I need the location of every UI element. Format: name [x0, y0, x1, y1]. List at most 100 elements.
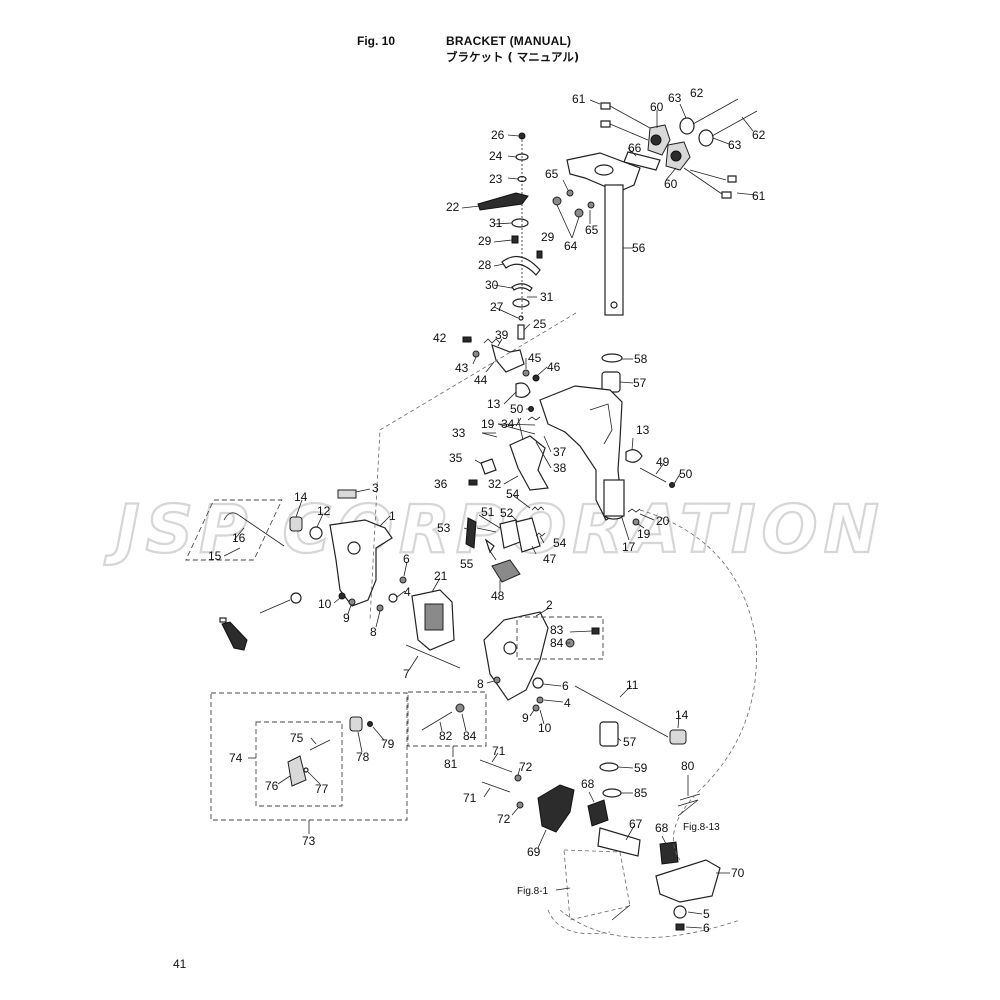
part-48 [491, 559, 521, 583]
callout-36: 36 [434, 477, 448, 491]
callout-72b: 72 [497, 812, 511, 826]
mount-rubber-part-68b [659, 841, 679, 865]
bushing-part-78 [349, 716, 363, 732]
part-80 [679, 793, 701, 801]
dashed-box-15 [185, 499, 283, 561]
spring-part-37 [527, 416, 541, 421]
callout-68: 68 [581, 777, 595, 791]
part-5 [673, 905, 687, 919]
nut-part-2 [574, 208, 584, 218]
part-20 [627, 508, 641, 513]
callout-68b: 68 [655, 821, 669, 835]
shaft-hole [610, 301, 618, 309]
callout-1: 1 [389, 509, 396, 523]
reference-housing-outline [547, 849, 631, 935]
callout-76: 76 [265, 779, 279, 793]
callout-78: 78 [356, 750, 370, 764]
part-50b [669, 482, 675, 488]
callout-62: 62 [690, 86, 704, 100]
part-35 [480, 458, 497, 475]
part-10 [338, 592, 346, 600]
bolt-part-71 [479, 759, 513, 773]
part-29 [511, 235, 519, 244]
spring-part-54 [531, 506, 545, 511]
part-31-lower [512, 298, 530, 308]
callout-59: 59 [634, 761, 648, 775]
plate-part [623, 151, 661, 171]
callout-50: 50 [510, 402, 524, 416]
screw-part-36 [468, 479, 478, 486]
callout-34: 34 [501, 417, 515, 431]
callout-62b: 62 [752, 128, 766, 142]
callout-7: 7 [403, 667, 410, 681]
part-4b [536, 696, 544, 704]
callout-50b: 50 [679, 467, 693, 481]
part-31 [511, 218, 529, 228]
part-19b [632, 518, 640, 526]
callout-75: 75 [290, 731, 304, 745]
clamp-handle-part [221, 621, 248, 651]
callout-67: 67 [629, 817, 643, 831]
callout-81: 81 [444, 757, 458, 771]
callout-22: 22 [446, 200, 460, 214]
washer-small-part [566, 189, 574, 197]
callout-83: 83 [550, 623, 564, 637]
pin-part-49 [639, 467, 667, 483]
tilt-stopper-group [465, 506, 546, 583]
callout-64: 64 [564, 239, 578, 253]
callout-85: 85 [634, 786, 648, 800]
callout-9: 9 [343, 611, 350, 625]
callout-60: 60 [650, 100, 664, 114]
part-50 [528, 406, 534, 412]
part-6b [532, 677, 544, 689]
callout-9b: 9 [522, 711, 529, 725]
bolt-part-4 [721, 191, 732, 199]
bolt-part-2 [600, 120, 611, 128]
lever-part-22 [477, 192, 529, 211]
hook-part-44 [491, 344, 525, 373]
callout-66: 66 [628, 141, 642, 155]
callout-8b: 8 [477, 677, 484, 691]
bracket-hole-2 [503, 641, 517, 655]
part-83 [591, 627, 600, 635]
callout-45: 45 [528, 351, 542, 365]
svg-text:JSP CORPORATION: JSP CORPORATION [104, 491, 885, 568]
handle-part-16 [223, 512, 285, 547]
part-43 [472, 350, 480, 358]
callout-57b: 57 [623, 735, 637, 749]
callout-57: 57 [633, 376, 647, 390]
callout-43: 43 [455, 361, 469, 375]
callout-6c: 6 [703, 921, 710, 935]
bolt-part-82 [421, 711, 453, 731]
callout-8: 8 [370, 625, 377, 639]
callout-19b: 19 [637, 527, 651, 541]
part-84b [455, 703, 465, 713]
callout-4: 4 [404, 585, 411, 599]
rod-part-53 [465, 517, 477, 549]
callout-52: 52 [500, 506, 514, 520]
washer-part-59 [599, 762, 619, 772]
callout-55: 55 [460, 557, 474, 571]
reverse-lock-group [462, 336, 549, 491]
callout-2: 2 [546, 598, 553, 612]
swivel-bracket-group [539, 385, 675, 526]
figure-title: BRACKET (MANUAL) [446, 34, 572, 48]
callout-37: 37 [553, 445, 567, 459]
callout-58: 58 [634, 352, 648, 366]
callout-65b: 65 [585, 223, 599, 237]
callout-38: 38 [553, 461, 567, 475]
cable-route-line [639, 509, 757, 861]
cross-ref-fig-8-13: Fig.8-13 [683, 822, 720, 833]
callout-53: 53 [437, 521, 451, 535]
bolt-part-71b [481, 781, 511, 793]
callout-29b: 29 [541, 230, 555, 244]
callout-31: 31 [489, 216, 503, 230]
callout-13: 13 [487, 397, 501, 411]
callout-5: 5 [703, 907, 710, 921]
lever-part-47 [515, 517, 541, 553]
tilt-lever-group [477, 132, 543, 340]
callout-65: 65 [545, 167, 559, 181]
callout-27: 27 [490, 300, 504, 314]
callout-6b: 6 [562, 679, 569, 693]
